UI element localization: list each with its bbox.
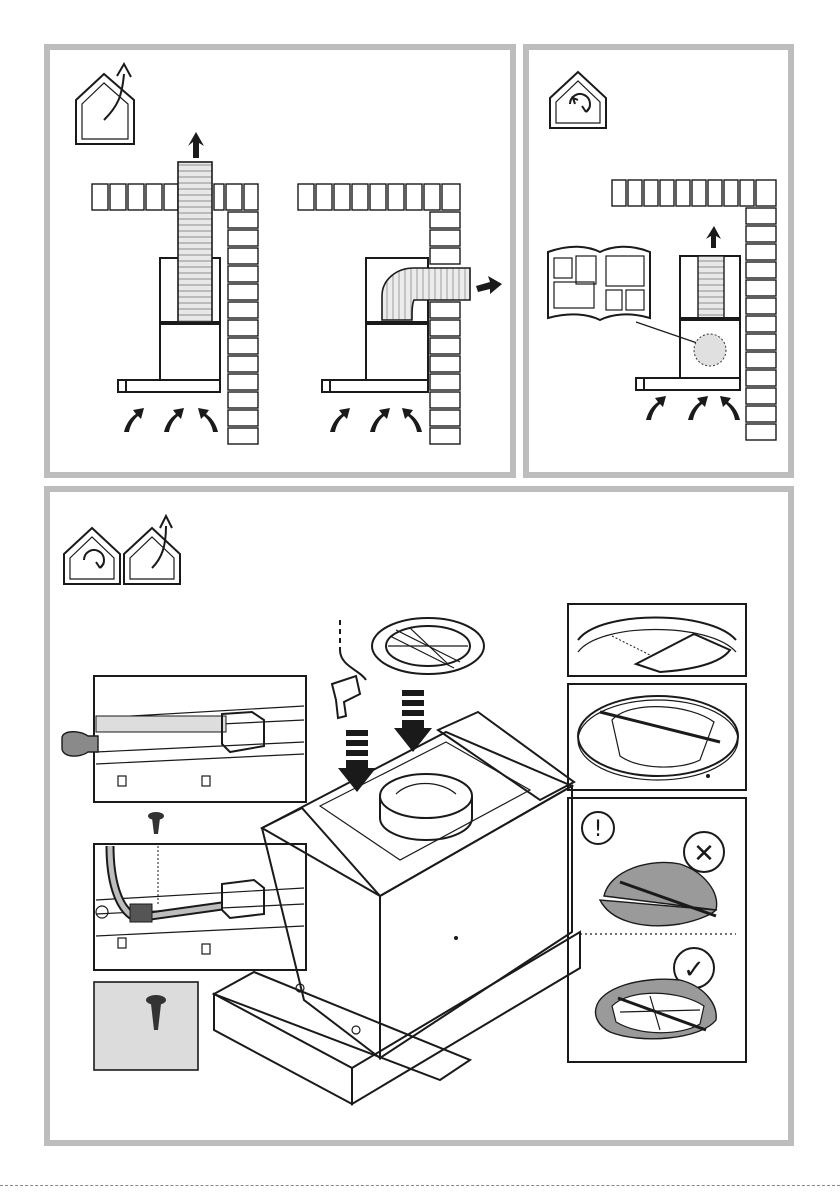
wrong-icon: ✕ [684,832,724,872]
detail-filter-ring [568,684,746,790]
power-plug [332,620,366,718]
svg-text:✓: ✓ [683,955,705,985]
warning-icon: ! [582,812,614,844]
svg-text:✕: ✕ [693,839,715,869]
page-bottom-edge [0,1185,840,1192]
detail-connector [62,676,306,802]
house-recirculation-icon [64,528,120,584]
insert-arrow [338,730,376,792]
detail-screw [94,982,198,1070]
detail-filter-orientation: ! ✕ ✓ [568,798,746,1062]
cooker-hood-body [214,712,580,1104]
house-extraction-icon [124,516,180,584]
svg-text:!: ! [594,817,603,842]
screw-icon [148,812,164,834]
detail-cable-clamp [94,844,306,970]
grease-filter [372,618,484,674]
detail-filter-top [568,604,746,676]
